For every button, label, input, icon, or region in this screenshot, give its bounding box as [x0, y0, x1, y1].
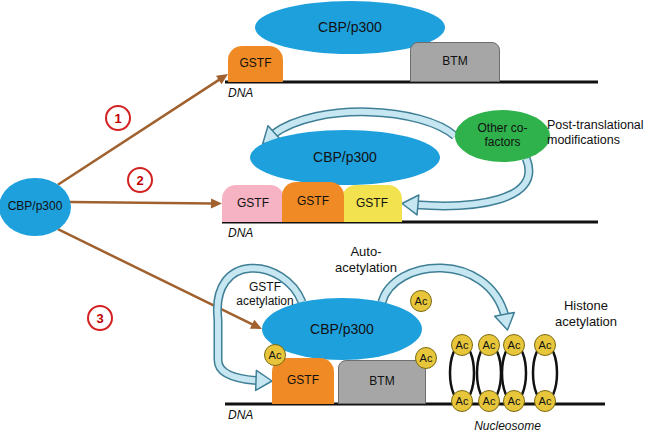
transcription-factor: GSTF — [342, 185, 402, 222]
node-text: CBP/p300 — [8, 200, 63, 214]
callout-number: 3 — [87, 305, 113, 331]
acetyl-mark: Ac — [478, 390, 500, 412]
node-text: Ac — [508, 395, 521, 408]
arrow-head — [250, 320, 262, 329]
node-text: Ac — [456, 339, 469, 352]
node-text: Ac — [269, 349, 282, 362]
acetyl-mark: Ac — [534, 334, 556, 356]
transcription-factor: GSTF — [228, 46, 283, 82]
node-text: GSTF — [237, 197, 269, 211]
protein-ellipse: Other co-factors — [455, 110, 550, 162]
arrow-head — [495, 312, 515, 330]
acetyl-mark: Ac — [451, 334, 473, 356]
node-text: Ac — [508, 339, 521, 352]
acetyl-mark: Ac — [415, 347, 437, 369]
basal-machinery: BTMAc — [338, 360, 426, 404]
node-text: Ac — [483, 395, 496, 408]
node-text: GSTF — [240, 57, 272, 71]
node-text: CBP/p300 — [313, 149, 377, 165]
node-text: Nucleosome — [474, 420, 541, 434]
annotation: GSTF acetylation — [228, 280, 302, 309]
node-text: CBP/p300 — [318, 19, 382, 35]
node-text: Ac — [539, 339, 552, 352]
protein-ellipse: CBP/p300 — [250, 130, 440, 185]
node-text: BTM — [369, 375, 394, 389]
acetyl-mark: Ac — [503, 334, 525, 356]
node-text: Ac — [483, 339, 496, 352]
transcription-factor: GSTFAc — [272, 358, 334, 404]
acetyl-mark: Ac — [451, 390, 473, 412]
dna-label: DNA — [228, 226, 268, 240]
acetyl-mark: Ac — [503, 390, 525, 412]
arrow-head — [211, 198, 222, 208]
node-text: GSTF — [297, 195, 329, 209]
node-text: Ac — [539, 395, 552, 408]
annotation: Post-translational modifications — [547, 118, 651, 148]
node-text: Other co-factors — [467, 122, 539, 150]
acetyl-mark: Ac — [534, 390, 556, 412]
node-text: Ac — [420, 352, 433, 365]
callout-number: 2 — [127, 167, 153, 193]
annotation: Auto- acetylation — [326, 244, 406, 275]
nucleosome: NucleosomeAcAcAcAcAcAcAcAc — [440, 330, 575, 434]
node-text: CBP/p300 — [310, 321, 374, 337]
protein-ellipse: CBP/p300 — [0, 178, 71, 236]
connector-line — [70, 202, 222, 204]
basal-machinery: BTM — [410, 42, 500, 82]
acetyl-mark: Ac — [410, 290, 432, 312]
dna-label: DNA — [228, 86, 268, 100]
node-text: GSTF — [356, 197, 388, 211]
dna-label: DNA — [228, 408, 268, 422]
transcription-factor: GSTF — [222, 185, 284, 222]
node-text: Ac — [456, 395, 469, 408]
arrow-head — [256, 370, 272, 390]
acetyl-mark: Ac — [478, 334, 500, 356]
acetyl-mark: Ac — [264, 344, 286, 366]
callout-number: 1 — [105, 105, 131, 131]
transcription-factor: GSTF — [282, 182, 344, 222]
annotation: Histone acetylation — [545, 298, 627, 329]
node-text: BTM — [442, 55, 467, 69]
node-text: Ac — [415, 295, 428, 308]
arrow-head — [402, 195, 419, 215]
arrow-head — [216, 74, 228, 84]
pathway-arrow — [70, 198, 222, 208]
node-text: GSTF — [287, 374, 319, 388]
